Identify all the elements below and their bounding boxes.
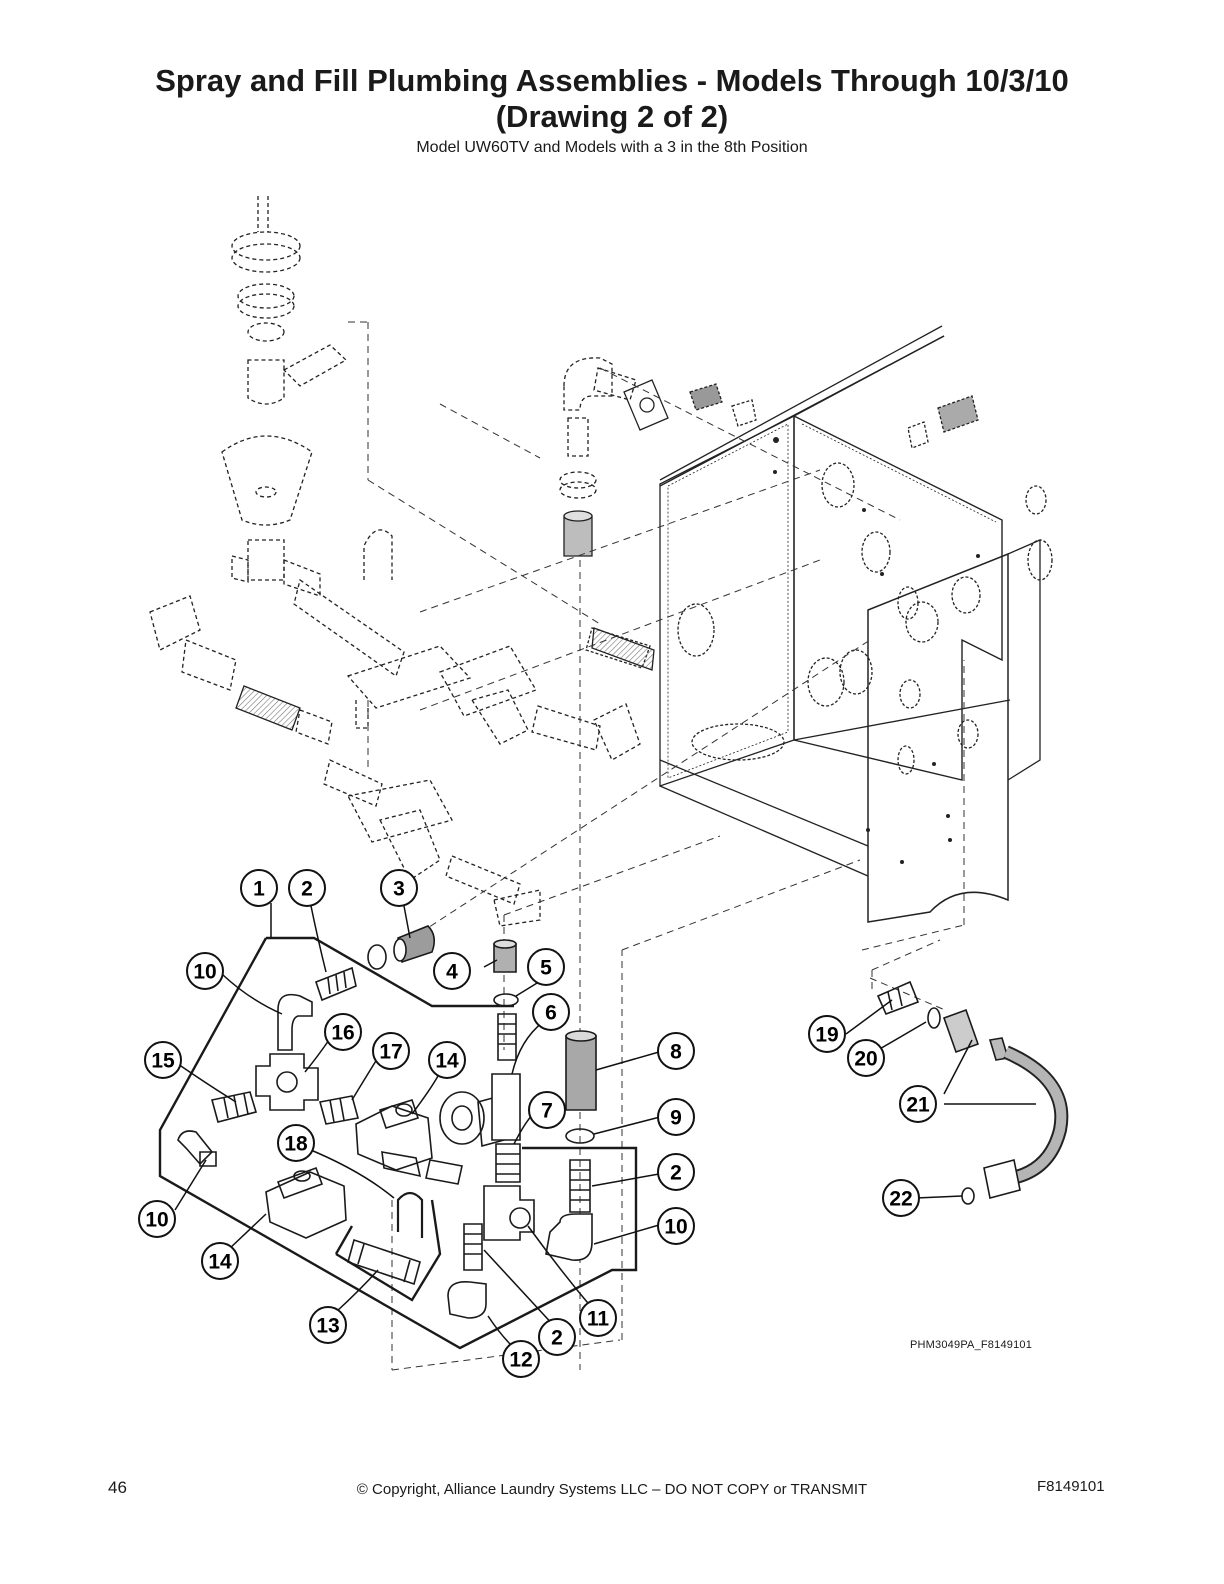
- callout-3: 3: [380, 869, 418, 907]
- callout-label: 4: [446, 961, 458, 984]
- callout-label: 21: [906, 1094, 930, 1117]
- callout-label: 2: [670, 1162, 682, 1185]
- callout-circle: [380, 869, 418, 907]
- callout-label: 16: [331, 1022, 354, 1045]
- callout-circle: [579, 1299, 617, 1337]
- callout-10: 10: [138, 1200, 176, 1238]
- callout-6: 6: [532, 993, 570, 1031]
- callout-circle: [527, 948, 565, 986]
- upper-phantom-assembly: [149, 196, 979, 927]
- callout-20: 20: [847, 1039, 885, 1077]
- callout-18: 18: [277, 1124, 315, 1162]
- callout-2: 2: [657, 1153, 695, 1191]
- callout-circle: [372, 1032, 410, 1070]
- callout-16: 16: [324, 1013, 362, 1051]
- callout-13: 13: [309, 1306, 347, 1344]
- callout-label: 1: [253, 878, 265, 901]
- callout-5: 5: [527, 948, 565, 986]
- callout-7: 7: [528, 1091, 566, 1129]
- callout-circle: [657, 1153, 695, 1191]
- callout-circle: [240, 869, 278, 907]
- callout-label: 12: [509, 1349, 532, 1372]
- page-subtitle: Model UW60TV and Models with a 3 in the …: [416, 139, 808, 156]
- callout-19: 19: [808, 1015, 846, 1053]
- callout-circle: [186, 952, 224, 990]
- callout-22: 22: [882, 1179, 920, 1217]
- callout-15: 15: [144, 1041, 182, 1079]
- page-title-drawing-number: (Drawing 2 of 2): [495, 99, 729, 134]
- callout-label: 17: [379, 1041, 402, 1064]
- callout-circle: [309, 1306, 347, 1344]
- callout-8: 8: [657, 1032, 695, 1070]
- callout-label: 19: [815, 1024, 838, 1047]
- callout-11: 11: [579, 1299, 617, 1337]
- callout-10: 10: [657, 1207, 695, 1245]
- callout-label: 10: [193, 961, 216, 984]
- lower-fill-assembly: [158, 925, 1069, 1350]
- callout-circle: [538, 1318, 576, 1356]
- callout-circle: [288, 869, 326, 907]
- callout-circle: [528, 1091, 566, 1129]
- callout-circle: [532, 993, 570, 1031]
- callout-circle: [324, 1013, 362, 1051]
- callout-label: 9: [670, 1107, 682, 1130]
- callout-leaders: [174, 903, 1036, 1347]
- callout-circle: [138, 1200, 176, 1238]
- callout-9: 9: [657, 1098, 695, 1136]
- drawing-reference-code: PHM3049PA_F8149101: [910, 1339, 1033, 1351]
- callout-label: 20: [854, 1048, 877, 1071]
- callout-label: 10: [145, 1209, 168, 1232]
- callout-circle: [277, 1124, 315, 1162]
- callout-label: 14: [208, 1251, 232, 1274]
- callout-14: 14: [428, 1041, 466, 1079]
- callout-1: 1: [240, 869, 278, 907]
- callout-circle: [201, 1242, 239, 1280]
- callout-circle: [428, 1041, 466, 1079]
- callout-label: 5: [540, 957, 552, 980]
- callout-label: 7: [541, 1100, 553, 1123]
- callout-21: 21: [899, 1085, 937, 1123]
- document-number: F8149101: [1037, 1478, 1105, 1495]
- callout-circle: [899, 1085, 937, 1123]
- callout-label: 14: [435, 1050, 459, 1073]
- callout-label: 11: [587, 1308, 610, 1331]
- callout-circle: [433, 952, 471, 990]
- copyright-notice: © Copyright, Alliance Laundry Systems LL…: [356, 1481, 868, 1498]
- callout-label: 2: [551, 1327, 563, 1350]
- machine-frame-panels: [591, 325, 1053, 923]
- callout-circle: [882, 1179, 920, 1217]
- page-number: 46: [108, 1478, 127, 1497]
- callout-4: 4: [433, 952, 471, 990]
- callout-14: 14: [201, 1242, 239, 1280]
- callout-label: 22: [889, 1188, 912, 1211]
- callout-label: 8: [670, 1041, 682, 1064]
- callout-label: 6: [545, 1002, 557, 1025]
- callout-2: 2: [538, 1318, 576, 1356]
- callout-circle: [502, 1340, 540, 1378]
- callout-label: 18: [284, 1133, 308, 1156]
- callout-circle: [144, 1041, 182, 1079]
- callout-label: 2: [301, 878, 313, 901]
- callout-circle: [657, 1032, 695, 1070]
- callout-label: 13: [316, 1315, 339, 1338]
- page-title: Spray and Fill Plumbing Assemblies - Mod…: [155, 63, 1069, 98]
- callout-circle: [657, 1098, 695, 1136]
- callout-12: 12: [502, 1340, 540, 1378]
- callout-circle: [847, 1039, 885, 1077]
- callout-label: 10: [664, 1216, 687, 1239]
- phantom-leader-lines: [348, 321, 965, 1371]
- callout-17: 17: [372, 1032, 410, 1070]
- callout-label: 3: [393, 878, 405, 901]
- callout-10: 10: [186, 952, 224, 990]
- callout-2: 2: [288, 869, 326, 907]
- callout-circle: [808, 1015, 846, 1053]
- callout-label: 15: [151, 1050, 175, 1073]
- callout-circle: [657, 1207, 695, 1245]
